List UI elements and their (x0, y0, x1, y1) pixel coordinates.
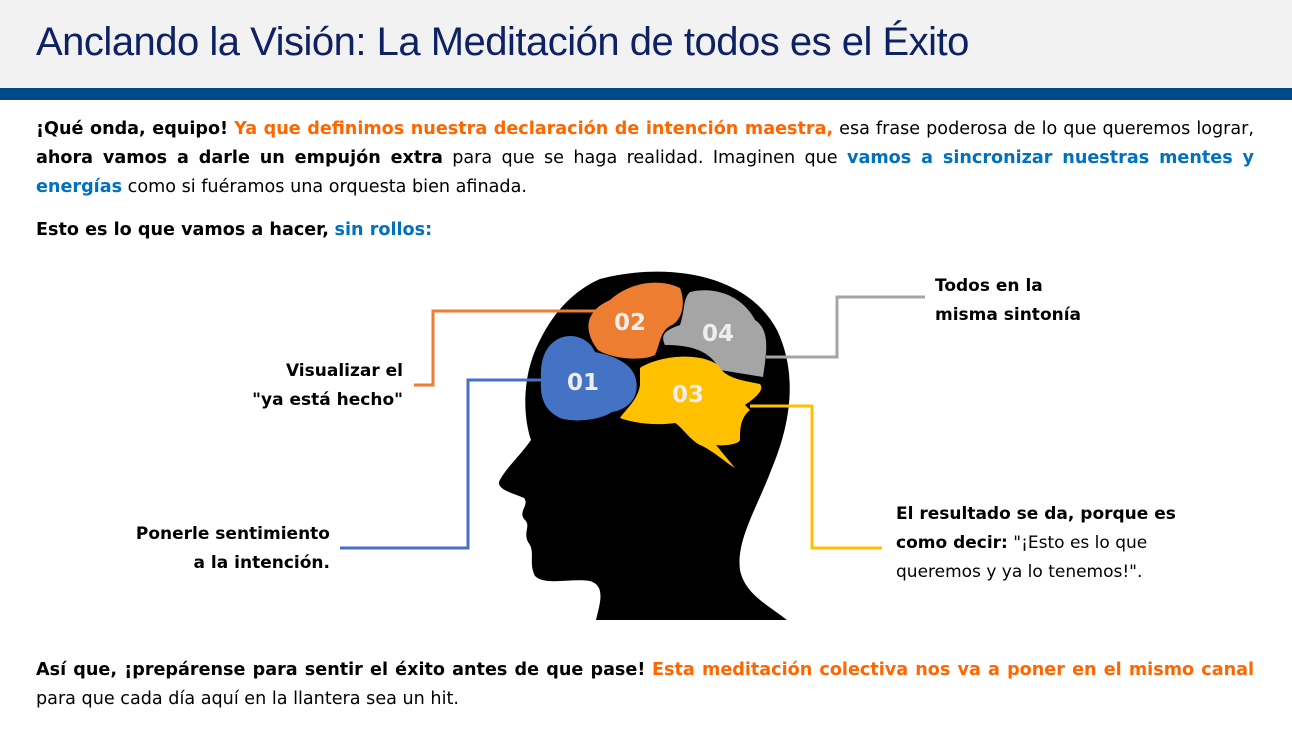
intro-highlight: Ya que definimos nuestra declaración de … (234, 119, 834, 139)
label-line: "ya está hecho" (252, 390, 403, 410)
label-line: Visualizar el (285, 361, 403, 381)
step-number-01: 01 (567, 370, 599, 396)
label-line: Todos en la (935, 276, 1043, 296)
step-number-03: 03 (672, 382, 704, 408)
brain-lobe-02 (588, 282, 683, 359)
step-number-02: 02 (614, 310, 646, 336)
subheading-text: Esto es lo que vamos a hacer, (36, 220, 329, 240)
page-title: Anclando la Visión: La Meditación de tod… (36, 20, 969, 64)
intro-paragraph: ¡Qué onda, equipo! Ya que definimos nues… (36, 115, 1254, 202)
intro-text: para que se haga realidad. Imaginen que (452, 148, 838, 168)
connector-01 (340, 378, 542, 550)
label-text: "¡Esto es lo que queremos y ya lo tenemo… (896, 533, 1148, 582)
closing-text: para que cada día aquí en la llantera se… (36, 689, 459, 709)
brain-lobe-03 (620, 356, 762, 468)
brain-lobe-04 (663, 290, 767, 377)
connector-04 (766, 295, 925, 359)
step-01-label: Ponerle sentimiento a la intención. (100, 520, 330, 578)
intro-blue-highlight: vamos a sincronizar nuestras mentes y en… (36, 148, 1255, 197)
header-divider (0, 88, 1292, 100)
closing-paragraph: Así que, ¡prepárense para sentir el éxit… (36, 656, 1254, 714)
greeting: ¡Qué onda, equipo! (36, 119, 229, 139)
step-02-label: Visualizar el "ya está hecho" (200, 357, 403, 415)
closing-highlight: Esta meditación colectiva nos va a poner… (652, 660, 1255, 680)
connector-02 (414, 309, 600, 387)
subheading: Esto es lo que vamos a hacer, sin rollos… (36, 216, 1254, 245)
intro-bold: ahora vamos a darle un empujón extra (36, 148, 443, 168)
label-line: misma sintonía (935, 305, 1082, 325)
step-03-label: El resultado se da, porque es como decir… (896, 500, 1196, 587)
subheading-highlight: sin rollos: (334, 220, 433, 240)
connector-03 (750, 404, 882, 550)
intro-text: como si fuéramos una orquesta bien afina… (127, 177, 527, 197)
closing-bold: Así que, ¡prepárense para sentir el éxit… (36, 660, 646, 680)
step-04-label: Todos en la misma sintonía (935, 272, 1081, 330)
label-bold: El resultado se da, porque es como decir… (896, 504, 1176, 553)
label-line: Ponerle sentimiento (135, 524, 330, 544)
label-line: a la intención. (193, 553, 330, 573)
step-number-04: 04 (702, 321, 734, 347)
header: Anclando la Visión: La Meditación de tod… (0, 0, 1292, 88)
intro-text: esa frase poderosa de lo que queremos lo… (839, 119, 1254, 139)
brain-lobe-01 (540, 335, 637, 421)
